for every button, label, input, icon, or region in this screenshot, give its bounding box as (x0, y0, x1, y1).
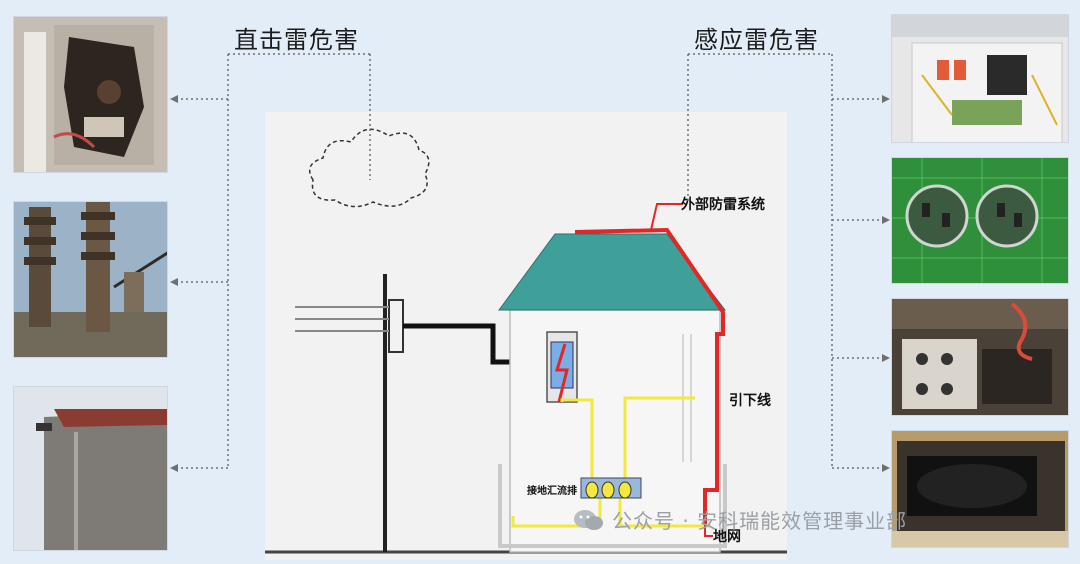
label-ground-grid: 地网 (713, 529, 741, 545)
house-walls (509, 309, 721, 553)
lightning-protection-diagram: 外部防雷系统 引下线 接地汇流排 地网 (265, 112, 787, 560)
label-external-protection-system: 外部防雷系统 (681, 197, 765, 213)
roof (498, 233, 727, 311)
lightning-bolt-icon (554, 343, 569, 403)
watermark-text: 公众号 · 安科瑞能效管理事业部 (612, 509, 908, 533)
wechat-icon (574, 510, 603, 530)
photo-burnt-terminal-block (891, 298, 1069, 416)
photo-electrical-cabinet (891, 14, 1069, 143)
ground-grid-leader (704, 524, 713, 537)
bonding-wires (511, 396, 711, 528)
overhead-lines (295, 306, 389, 332)
label-ground-bus-bar: 接地汇流排 (527, 486, 577, 497)
heading-induced-lightning: 感应雷危害 (694, 26, 819, 54)
photo-circuit-board (891, 157, 1069, 284)
photo-building-roof-edge (13, 386, 168, 551)
heading-direct-lightning: 直击雷危害 (234, 26, 359, 54)
cloud-icon (308, 128, 430, 208)
label-down-conductor: 引下线 (729, 393, 771, 409)
foundation (498, 464, 727, 548)
photo-burnt-device (891, 430, 1069, 548)
photo-damaged-insulators (13, 201, 168, 358)
external-system-leader (650, 203, 683, 231)
external-lightning-conductor (574, 227, 725, 524)
photo-burnt-meter-box (13, 16, 168, 173)
